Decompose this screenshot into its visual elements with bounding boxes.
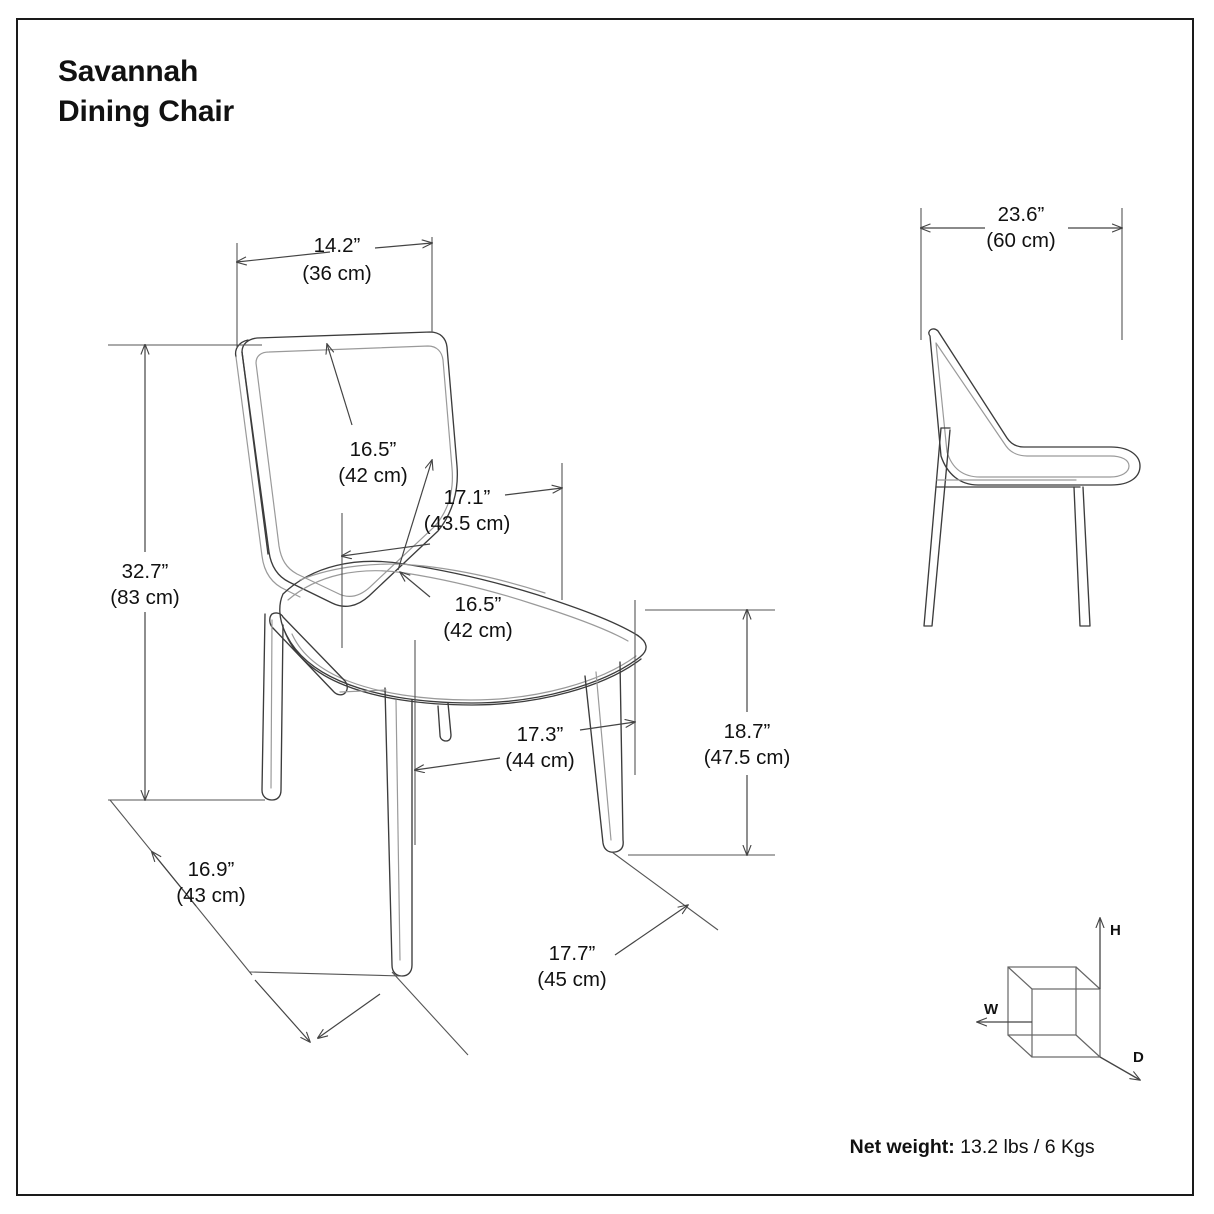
seat-apron-left	[269, 612, 348, 696]
page-border	[16, 18, 1194, 1196]
net-weight-label: Net weight:	[849, 1136, 955, 1158]
front-right-leg	[584, 661, 624, 853]
dim-overall-height-metric: (83 cm)	[110, 586, 179, 609]
front-right-leg-inner	[595, 671, 612, 841]
dim-overall-height-imperial: 32.7”	[122, 560, 169, 583]
dimension-side-depth: 23.6” (60 cm)	[921, 203, 1122, 340]
dimension-seat-height: 18.7” (47.5 cm)	[628, 610, 790, 855]
dim-back-height-imperial: 16.5”	[350, 438, 397, 461]
chair-side-view	[923, 328, 1141, 627]
dim-seat-height-imperial: 18.7”	[724, 720, 771, 743]
dimension-back-height: 16.5” (42 cm)	[327, 344, 408, 487]
dim-seat-depth-imperial: 16.5”	[455, 593, 502, 616]
back-left-leg	[261, 613, 284, 801]
seat-back-junction	[299, 563, 546, 594]
dimension-base-depth: 16.9” (43 cm)	[109, 799, 469, 1056]
backrest-left-rail-outer	[241, 351, 269, 555]
back-left-leg-inner	[270, 619, 273, 789]
dim-seat-width-metric: (43.5 cm)	[424, 512, 511, 535]
seat-front-edge-inner	[291, 633, 637, 701]
dim-seat-depth-metric: (42 cm)	[443, 619, 512, 642]
dim-seat-width-imperial: 17.1”	[444, 486, 491, 509]
dim-side-depth-metric: (60 cm)	[986, 229, 1055, 252]
front-left-leg-inner	[395, 699, 401, 961]
dimension-leg-span-front: 17.3” (44 cm)	[415, 600, 635, 845]
dim-overall-width-metric: (36 cm)	[302, 262, 371, 285]
dimension-seat-width: 17.1” (43.5 cm)	[342, 463, 562, 648]
dim-base-width-imperial: 17.7”	[549, 942, 596, 965]
dim-leg-span-imperial: 17.3”	[517, 723, 564, 746]
dim-base-width-metric: (45 cm)	[537, 968, 606, 991]
axis-label-height: H	[1110, 922, 1121, 939]
seat-cushion-crease	[287, 570, 629, 642]
backrest-left-rail	[234, 339, 249, 358]
back-right-leg	[437, 702, 452, 742]
side-front-leg	[1073, 486, 1091, 627]
backrest-left-rail-inner	[235, 356, 301, 598]
product-name-line-2: Dining Chair	[58, 94, 234, 128]
dim-overall-width-imperial: 14.2”	[314, 234, 361, 257]
dim-base-depth-imperial: 16.9”	[188, 858, 235, 881]
seat-front-edge	[284, 631, 642, 706]
side-seat-shell-inner	[935, 342, 1130, 478]
page-title: Savannah Dining Chair	[58, 52, 234, 131]
axis-label-depth: D	[1133, 1049, 1144, 1066]
product-name-line-1: Savannah	[58, 55, 199, 88]
backrest-outline	[241, 331, 459, 607]
dimension-seat-depth: 16.5” (42 cm)	[397, 460, 513, 642]
dim-leg-span-metric: (44 cm)	[505, 749, 574, 772]
chair-perspective-view	[234, 331, 647, 977]
net-weight-value: 13.2 lbs / 6 Kgs	[954, 1136, 1095, 1158]
axis-legend-cube: H W D	[977, 918, 1144, 1080]
net-weight: Net weight: 13.2 lbs / 6 Kgs	[828, 1113, 1095, 1182]
dimension-base-width: 17.7” (45 cm)	[249, 851, 719, 1038]
axis-label-width: W	[984, 1001, 999, 1018]
backrest-inner-edge	[255, 345, 453, 597]
dimension-overall-height: 32.7” (83 cm)	[108, 345, 265, 800]
side-seat-shell	[928, 328, 1141, 486]
side-back-leg	[923, 427, 951, 627]
seat-top-surface	[279, 560, 647, 704]
dim-base-depth-metric: (43 cm)	[176, 884, 245, 907]
dim-side-depth-imperial: 23.6”	[998, 203, 1045, 226]
dim-seat-height-metric: (47.5 cm)	[704, 746, 791, 769]
rear-stretcher	[339, 689, 387, 693]
dim-back-height-metric: (42 cm)	[338, 464, 407, 487]
dimension-overall-width: 14.2” (36 cm)	[237, 234, 432, 348]
